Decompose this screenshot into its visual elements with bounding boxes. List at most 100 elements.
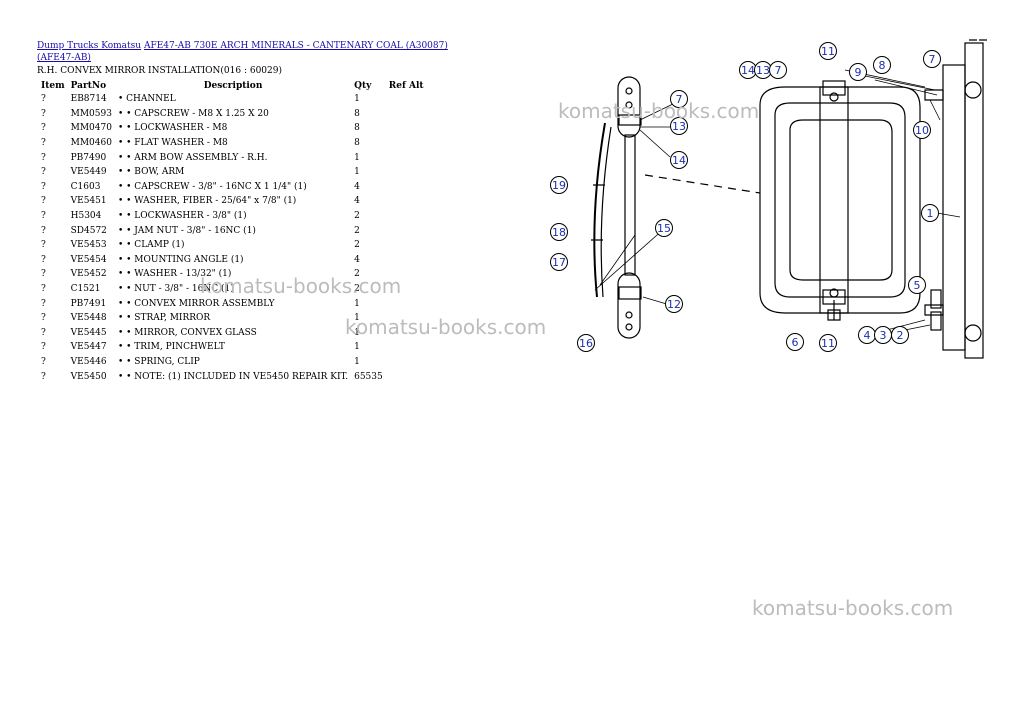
cell-partno: VE5450 — [70, 371, 107, 382]
cell-description: • • CLAMP (1) — [117, 240, 185, 251]
cell-ref-alt — [386, 209, 432, 224]
callout-13: 13 — [670, 117, 688, 135]
cell-ref-alt — [386, 150, 432, 165]
header-ref-alt: Ref Alt — [388, 80, 424, 91]
cell-qty: 1 — [354, 94, 360, 105]
callout-14: 14 — [670, 151, 688, 169]
svg-text:15: 15 — [657, 222, 671, 235]
cell-item: ? — [41, 108, 46, 119]
cell-partno: PB7491 — [70, 298, 107, 309]
cell-item: ? — [41, 123, 46, 134]
cell-qty: 1 — [354, 298, 360, 309]
cell-partno: MM0460 — [70, 138, 112, 149]
table-row: ? SD4572 • • JAM NUT - 3/8" - 16NC (1) 2 — [37, 223, 432, 238]
parts-table: Item PartNo Description Qty Ref Alt ?EB8… — [37, 79, 432, 384]
cell-description: • • NOTE: (1) INCLUDED IN VE5450 REPAIR … — [117, 371, 349, 382]
callout-12: 12 — [665, 295, 683, 313]
cell-partno: VE5451 — [70, 196, 107, 207]
cell-description: • • BOW, ARM — [117, 167, 185, 178]
breadcrumb-link-model[interactable]: AFE47-AB 730E ARCH MINERALS - CANTENARY … — [37, 41, 448, 63]
cell-ref-alt — [386, 107, 432, 122]
cell-item: ? — [41, 225, 46, 236]
header-qty: Qty — [354, 80, 372, 91]
callout-11: 11 — [819, 334, 837, 352]
svg-text:18: 18 — [552, 226, 566, 239]
table-row: ?VE5453• • CLAMP (1)2 — [37, 238, 432, 253]
callout-16: 16 — [577, 334, 595, 352]
svg-text:8: 8 — [879, 59, 886, 72]
cell-description: • • FLAT WASHER - M8 — [117, 138, 228, 149]
callout-10: 10 — [913, 121, 931, 139]
callout-17: 17 — [550, 253, 568, 271]
table-row: ?VE5452• • WASHER - 13/32" (1)2 — [37, 267, 432, 282]
callout-3: 3 — [874, 326, 892, 344]
cell-qty: 8 — [354, 108, 360, 119]
cell-partno: PB7490 — [70, 152, 107, 163]
cell-description: • • CONVEX MIRROR ASSEMBLY — [117, 298, 275, 309]
cell-description: • • STRAP, MIRROR — [117, 313, 211, 324]
cell-ref-alt — [386, 136, 432, 151]
table-row: ?H5304• • LOCKWASHER - 3/8" (1)2 — [37, 209, 432, 224]
diagram-drawing — [591, 39, 987, 359]
cell-item: ? — [41, 371, 46, 382]
cell-qty: 1 — [354, 342, 360, 353]
header-item: Item — [41, 80, 65, 91]
cell-partno: SD4572 — [70, 225, 107, 236]
cell-description: • • ARM BOW ASSEMBLY - R.H. — [117, 152, 268, 163]
cell-ref-alt — [386, 194, 432, 209]
header-description: Description — [203, 80, 263, 91]
svg-text:14: 14 — [672, 154, 686, 167]
callout-9: 9 — [849, 63, 867, 81]
cell-qty: 2 — [354, 225, 360, 236]
cell-item: ? — [41, 181, 46, 192]
callout-14: 14 — [739, 61, 757, 79]
cell-ref-alt — [386, 253, 432, 268]
cell-qty: 2 — [354, 269, 360, 280]
callout-18: 18 — [550, 223, 568, 241]
svg-text:9: 9 — [855, 66, 862, 79]
watermark: komatsu-books.com — [752, 596, 954, 620]
section-title: R.H. CONVEX MIRROR INSTALLATION(016 : 60… — [37, 66, 282, 76]
breadcrumb-link-dump-trucks[interactable]: Dump Trucks Komatsu — [37, 41, 142, 51]
table-row: ?C1603• • CAPSCREW - 3/8" - 16NC X 1 1/4… — [37, 180, 432, 195]
svg-text:7: 7 — [775, 64, 782, 77]
cell-partno: EB8714 — [70, 94, 107, 105]
cell-qty: 8 — [354, 138, 360, 149]
callout-7: 7 — [670, 90, 688, 108]
cell-description: • • JAM NUT - 3/8" - 16NC (1) — [117, 225, 256, 236]
cell-ref-alt — [386, 369, 432, 384]
breadcrumb: Dump Trucks Komatsu AFE47-AB 730E ARCH M… — [37, 40, 477, 64]
watermark: komatsu-books.com — [558, 99, 760, 123]
svg-text:3: 3 — [880, 329, 887, 342]
svg-text:2: 2 — [897, 329, 904, 342]
cell-item: ? — [41, 356, 46, 367]
cell-partno: VE5452 — [70, 269, 107, 280]
cell-partno: VE5453 — [70, 240, 107, 251]
cell-item: ? — [41, 211, 46, 222]
cell-qty: 4 — [354, 181, 360, 192]
watermark: komatsu-books.com — [345, 315, 547, 339]
table-row: ?VE5451• • WASHER, FIBER - 25/64" x 7/8"… — [37, 194, 432, 209]
svg-text:6: 6 — [792, 336, 799, 349]
callout-5: 5 — [908, 276, 926, 294]
cell-qty: 2 — [354, 211, 360, 222]
cell-ref-alt — [386, 121, 432, 136]
callout-19: 19 — [550, 176, 568, 194]
svg-text:12: 12 — [667, 298, 681, 311]
cell-qty: 4 — [354, 196, 360, 207]
cell-partno: MM0470 — [70, 123, 112, 134]
cell-ref-alt — [386, 355, 432, 370]
callout-11: 11 — [819, 42, 837, 60]
cell-item: ? — [41, 152, 46, 163]
cell-description: • • CAPSCREW - M8 X 1.25 X 20 — [117, 108, 269, 119]
cell-description: • • WASHER, FIBER - 25/64" x 7/8" (1) — [117, 196, 297, 207]
cell-qty: 2 — [354, 240, 360, 251]
